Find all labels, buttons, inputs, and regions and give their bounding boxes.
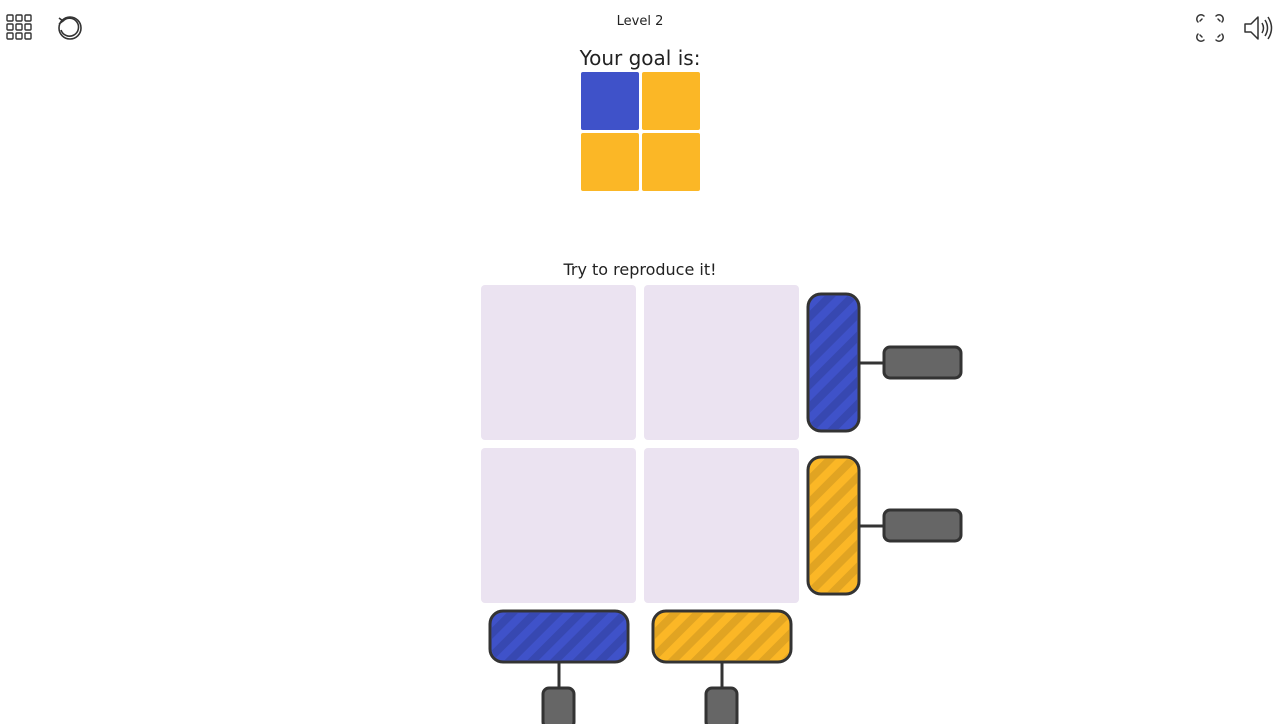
row-1-roller-handle: [882, 345, 963, 380]
column-1-paint-roller[interactable]: [488, 609, 631, 724]
column-2-roller-handle: [704, 686, 739, 724]
board-cell-r1c1: [481, 285, 636, 440]
row-2-roller-handle: [882, 508, 963, 543]
grid-menu-icon[interactable]: [4, 12, 36, 44]
paint-board: [481, 285, 801, 605]
goal-grid: [580, 71, 702, 193]
restart-icon[interactable]: [54, 12, 86, 44]
row-2-paint-roller[interactable]: [806, 455, 964, 597]
goal-cell-r2c1: [581, 133, 639, 191]
column-2-paint-roller[interactable]: [651, 609, 794, 724]
goal-cell-r1c2: [642, 72, 700, 130]
column-1-roller-handle: [541, 686, 576, 724]
goal-title: Your goal is:: [579, 46, 701, 70]
level-title: Level 2: [616, 14, 664, 29]
sound-icon[interactable]: [1242, 12, 1274, 44]
fullscreen-icon[interactable]: [1194, 12, 1226, 44]
board-cell-r1c2: [644, 285, 799, 440]
instruction-text: Try to reproduce it!: [563, 260, 717, 279]
board-cell-r2c1: [481, 448, 636, 603]
row-1-paint-roller[interactable]: [806, 292, 964, 434]
goal-cell-r2c2: [642, 133, 700, 191]
goal-cell-r1c1: [581, 72, 639, 130]
board-cell-r2c2: [644, 448, 799, 603]
